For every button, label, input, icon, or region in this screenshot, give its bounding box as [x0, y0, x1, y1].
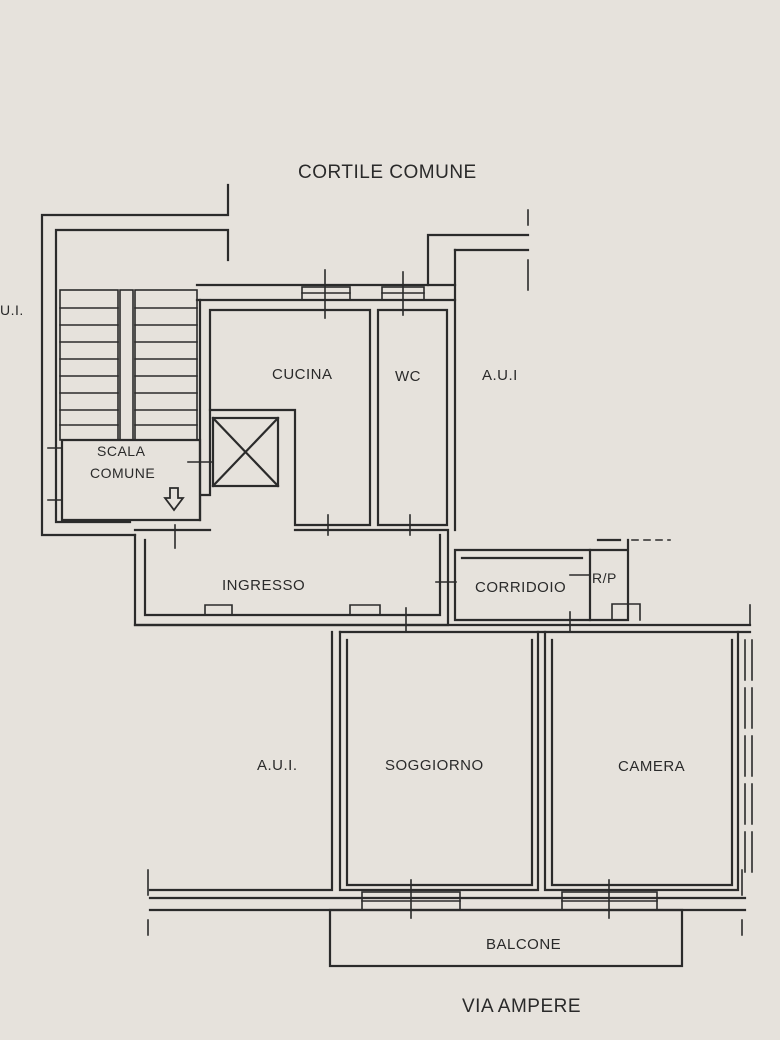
- closet-label: R/P: [592, 570, 617, 586]
- street-label: VIA AMPERE: [462, 996, 582, 1017]
- stair-inner-outline: [54, 228, 230, 524]
- stair-down-arrow-icon: [163, 487, 185, 512]
- south-facade: [148, 896, 747, 912]
- stair-well-divider: [119, 289, 134, 441]
- mid-wall: [133, 623, 752, 634]
- wc-walls: [376, 308, 449, 527]
- courtyard-label: CORTILE COMUNE: [298, 162, 477, 183]
- kitchen-label: CUCINA: [272, 366, 333, 383]
- living-room-label: SOGGIORNO: [385, 757, 484, 774]
- bedroom-walls: [543, 630, 740, 892]
- stair-block-outline: [40, 183, 230, 537]
- bedroom-label: CAMERA: [618, 758, 686, 775]
- living-room-walls: [338, 630, 540, 892]
- neighbor-unit-bottom-left: [148, 630, 334, 892]
- stair-label-line1: SCALA: [97, 443, 146, 459]
- stair-left-flight: [59, 289, 119, 441]
- wc-label: WC: [395, 368, 421, 385]
- corridor-label: CORRIDOIO: [475, 579, 567, 596]
- neighbor-unit-top-right-label: A.U.I: [482, 367, 518, 384]
- balcony-outline: [328, 908, 684, 968]
- neighbor-unit-bottom-left-label: A.U.I.: [257, 757, 298, 774]
- stair-right-flight: [134, 289, 198, 441]
- closet-walls: [588, 538, 630, 622]
- neighbor-unit-left-label: U.I.: [0, 302, 24, 318]
- duct-shaft: [211, 416, 280, 488]
- stair-label-line2: COMUNE: [90, 465, 156, 481]
- balcony-label: BALCONE: [486, 936, 562, 953]
- entrance-label: INGRESSO: [222, 577, 306, 594]
